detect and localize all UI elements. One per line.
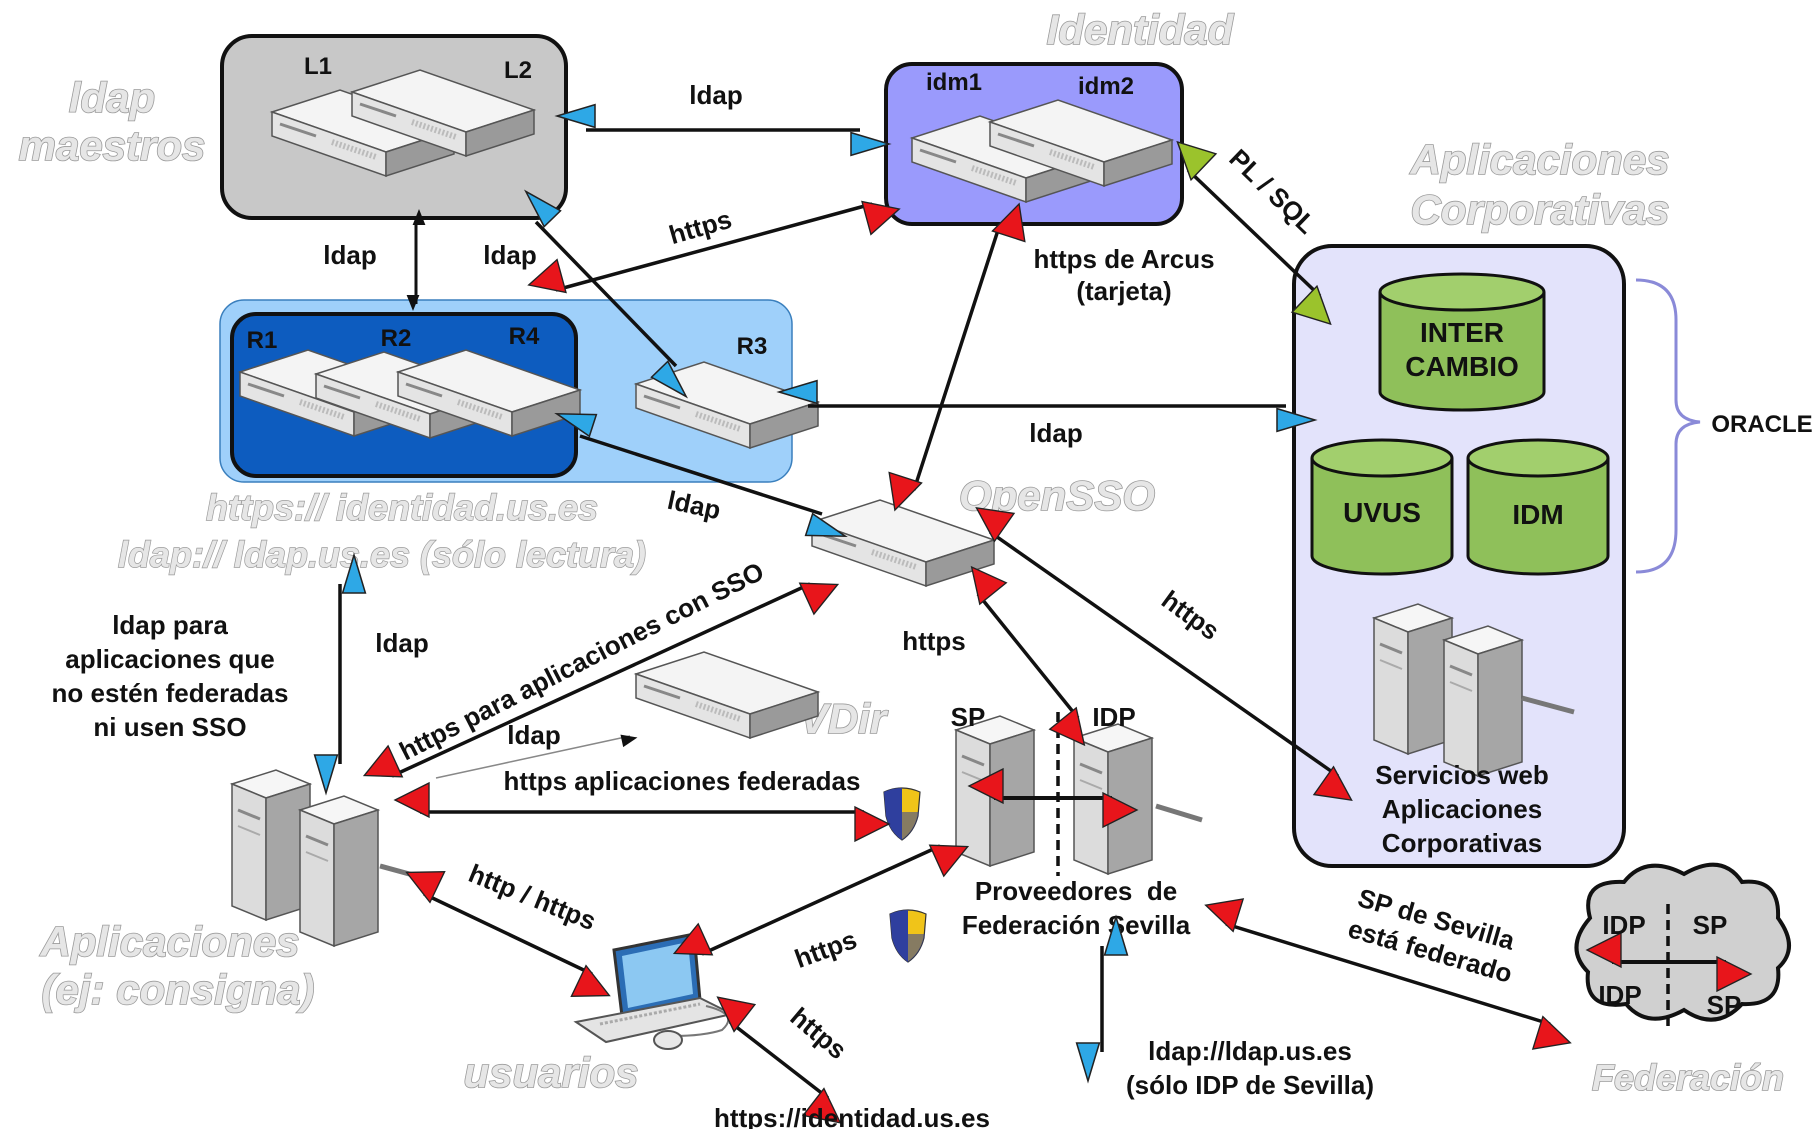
label-https-arcus-line1: https de Arcus [1033, 244, 1214, 274]
link-ldap-replicas-sso [554, 412, 848, 538]
link-http-https-users [405, 870, 611, 998]
zone-ldap-masters-line1: ldap [69, 74, 155, 121]
database-idm [1466, 438, 1610, 576]
database-idm-label: IDM [1512, 499, 1563, 530]
link-https-idm-replicas [527, 200, 901, 294]
applications-server-1-icon [230, 768, 312, 922]
link-https-sso-apps [362, 582, 840, 778]
server-l2-label: L2 [504, 57, 532, 84]
cloud-idp-bottom: IDP [1598, 980, 1641, 1010]
label-ldap-masters-replicas: ldap [323, 240, 376, 270]
label-ldap-vertical: ldap [375, 628, 428, 658]
cloud-sp-bottom: SP [1707, 990, 1742, 1020]
federation-sp-label: SP [951, 702, 986, 732]
zone-usuarios: usuarios [463, 1049, 638, 1096]
server-idm1-label: idm1 [926, 69, 982, 96]
oracle-label: ORACLE [1711, 411, 1812, 438]
server-r4-label: R4 [509, 323, 540, 350]
server-l1-label: L1 [304, 53, 332, 80]
applications-cable [379, 863, 425, 881]
cloud-idp-top: IDP [1602, 910, 1645, 940]
label-fed-ldap-line2: (sólo IDP de Sevilla) [1126, 1070, 1374, 1100]
zone-apps-corp-line1: Aplicaciones [1409, 136, 1669, 183]
zone-aplicaciones-line1: Aplicaciones [39, 918, 299, 965]
zone-ldap-masters-line2: maestros [19, 122, 206, 169]
federation-shield-icon-2 [889, 909, 927, 963]
label-ldap-masters-r3: ldap [483, 240, 536, 270]
replica-url-https: https:// identidad.us.es [206, 487, 598, 528]
link-https-users-fed [672, 844, 970, 956]
web-services-line2: Aplicaciones [1382, 794, 1542, 824]
label-ldap-replicas-sso: ldap [665, 485, 724, 525]
label-ldap-apps-note-line4: ni usen SSO [93, 712, 246, 742]
label-https-federated: https aplicaciones federadas [504, 766, 861, 796]
link-https-sso-fed [970, 565, 1086, 747]
link-ldap-apps-vdir [435, 734, 638, 779]
database-uvus-label: UVUS [1343, 497, 1421, 528]
web-services-server-1-icon [1372, 602, 1454, 756]
label-ldap-apps-vdir: ldap [507, 720, 560, 750]
vdir-server-icon [636, 652, 818, 738]
zone-apps-corp-line2: Corporativas [1410, 186, 1669, 233]
federation-cable [1155, 803, 1203, 823]
oracle-brace [1635, 278, 1701, 574]
label-fed-ldap-line1: ldap://ldap.us.es [1148, 1036, 1352, 1066]
zone-identidad: Identidad [1047, 6, 1235, 53]
label-https-users-fed: https [791, 924, 861, 974]
server-r1-label: R1 [247, 327, 278, 354]
link-https-arcus [888, 202, 1026, 512]
label-ldap-apps-note-line3: no estén federadas [52, 678, 289, 708]
federation-shield-icon-1 [883, 787, 921, 841]
database-intercambio [1378, 272, 1546, 412]
cloud-sp-top: SP [1693, 910, 1728, 940]
replica-url-ldap: ldap:// ldap.us.es (sólo lectura) [118, 534, 646, 575]
label-ldap-masters-idm: ldap [689, 80, 742, 110]
zone-openSSO: OpenSSO [959, 472, 1155, 519]
label-https-users-id: https [785, 1001, 853, 1065]
zone-aplicaciones-line2: (ej: consigna) [41, 966, 314, 1013]
database-intercambio-line1: INTER [1420, 317, 1504, 348]
laptop-icon [573, 932, 735, 1050]
database-uvus [1310, 438, 1454, 576]
label-https-arcus-line2: (tarjeta) [1076, 276, 1171, 306]
applications-server-2-icon [298, 794, 380, 948]
link-pl-sql [1176, 140, 1332, 326]
server-idm2-label: idm2 [1078, 73, 1134, 100]
web-services-line3: Corporativas [1382, 828, 1542, 858]
label-ldap-r3-corp: ldap [1029, 418, 1082, 448]
zone-federacion: Federación [1592, 1057, 1784, 1098]
label-https-sso-fed: https [902, 626, 966, 656]
federation-provider-line1: Proveedores de [975, 876, 1177, 906]
web-services-cable [1521, 695, 1575, 715]
link-https-sso-corp [975, 506, 1353, 802]
federation-provider-line2: Federación Sevilla [962, 910, 1191, 940]
web-services-server-2-icon [1442, 624, 1524, 778]
web-services-line1: Servicios web [1375, 760, 1548, 790]
label-ldap-apps-note-line2: aplicaciones que [65, 644, 275, 674]
label-pl-sql: PL / SQL [1223, 143, 1322, 240]
link-https-users-id [716, 996, 842, 1124]
federation-sp-server-icon [954, 714, 1036, 868]
link-sp-federated [1204, 898, 1572, 1050]
server-r3-label: R3 [737, 333, 768, 360]
label-users-url: https://identidad.us.es [714, 1103, 990, 1129]
label-ldap-apps-note-line1: ldap para [112, 610, 228, 640]
database-intercambio-line2: CAMBIO [1405, 351, 1519, 382]
federation-idp-label: IDP [1092, 702, 1135, 732]
label-https-sso-corp: https [1156, 584, 1225, 646]
server-r2-label: R2 [381, 325, 412, 352]
